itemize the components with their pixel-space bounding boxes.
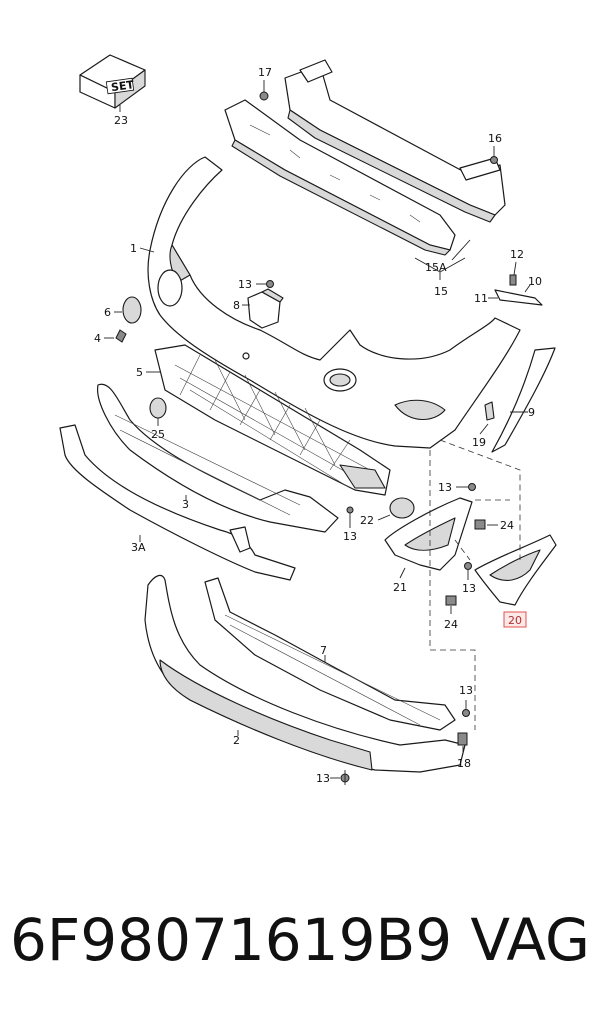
callout-25: 25 [151, 428, 165, 441]
callout-24-a: 24 [500, 519, 514, 532]
part-10-mounting-bracket [494, 274, 543, 306]
part-25-emblem [149, 397, 167, 419]
part-number: 6F98071619B9 [10, 906, 453, 974]
callout-3a: 3A [131, 541, 146, 554]
part-5-radiator-grille [154, 344, 391, 496]
callout-12: 12 [510, 248, 524, 261]
part-15a-absorber [224, 99, 456, 256]
callout-22: 22 [360, 514, 374, 527]
highlighted-part-box [503, 611, 527, 628]
part-6-tow-eye-cover [122, 296, 142, 324]
callout-10: 10 [528, 275, 542, 288]
callout-6: 6 [104, 306, 111, 319]
callout-19: 19 [472, 436, 486, 449]
part-23-set-box: SET [79, 54, 146, 109]
callout-3: 3 [182, 498, 189, 511]
callout-23: 23 [114, 114, 128, 127]
callout-11: 11 [474, 292, 488, 305]
set-label: SET [110, 78, 135, 94]
callout-24-b: 24 [444, 618, 458, 631]
part-8-bracket [247, 288, 284, 329]
caption-bar: 6F98071619B9 VAG [10, 900, 590, 980]
part-18-clip [457, 732, 468, 746]
part-9-side-guide [484, 347, 556, 453]
part-15-bumper-beam [284, 59, 506, 223]
part-3a-spoiler-strip [59, 424, 296, 581]
callout-13-d: 13 [462, 582, 476, 595]
part-2-lower-bumper [144, 574, 466, 773]
part-1-bumper-cover [147, 156, 521, 449]
callout-1: 1 [130, 242, 137, 255]
callout-8: 8 [233, 299, 240, 312]
callout-16: 16 [488, 132, 502, 145]
part-24-clip-upper [474, 519, 486, 530]
callout-13-e: 13 [459, 684, 473, 697]
callout-9: 9 [528, 406, 535, 419]
brand-label: VAG [470, 906, 590, 974]
callout-13-f: 13 [316, 772, 330, 785]
callout-18: 18 [457, 757, 471, 770]
bumper-exploded-diagram: SET 23 17 16 15A 15 1 6 4 [59, 54, 557, 785]
callout-15: 15 [434, 285, 448, 298]
part-7-reinforcement [204, 577, 456, 731]
callout-20: 20 [508, 614, 522, 627]
callout-5: 5 [136, 366, 143, 379]
part-22-sensor-holder [389, 497, 415, 519]
callout-13-c: 13 [438, 481, 452, 494]
part-24-clip-lower [445, 595, 457, 606]
callout-4: 4 [94, 332, 101, 345]
callout-13-b: 13 [343, 530, 357, 543]
callout-13-a: 13 [238, 278, 252, 291]
callout-15a: 15A [425, 261, 447, 274]
callout-21: 21 [393, 581, 407, 594]
part-4-clip [115, 329, 127, 343]
callout-7: 7 [320, 644, 327, 657]
callout-17: 17 [258, 66, 272, 79]
callout-2: 2 [233, 734, 240, 747]
part-3-lower-trim [97, 383, 339, 533]
part-20-side-cover [474, 534, 557, 606]
